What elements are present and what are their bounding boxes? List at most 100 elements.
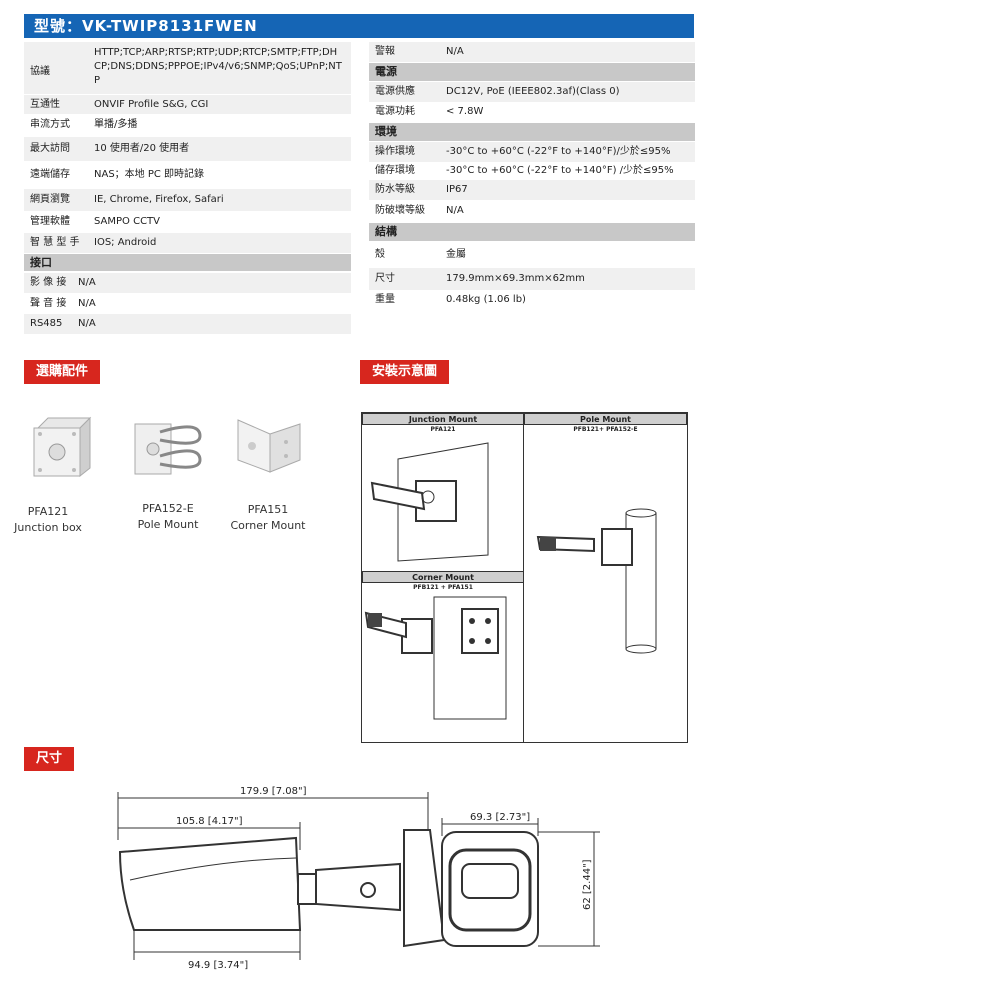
spec-row-size: 尺寸 179.9mm×69.3mm×62mm xyxy=(369,268,695,290)
spec-key: 網頁瀏覽 xyxy=(30,194,70,205)
spec-key: 電源功耗 xyxy=(375,106,415,117)
pole-mount-image xyxy=(134,423,202,475)
section-power: 電源 xyxy=(369,63,695,81)
spec-key: RS485 xyxy=(30,318,63,329)
spec-row-rs485: RS485 N/A xyxy=(24,314,351,334)
accessory-code: PFA151 xyxy=(247,503,289,516)
junction-mount-sub: PFA121 xyxy=(430,426,456,433)
spec-value: N/A xyxy=(446,205,464,216)
spec-key: 操作環境 xyxy=(375,146,415,157)
bottom-length-label: 94.9 [3.74"] xyxy=(188,960,248,971)
spec-key: 警報 xyxy=(375,46,395,57)
spec-row-interop: 互通性 ONVIF Profile S&G, CGI xyxy=(24,95,351,114)
spec-row-storage-env: 儲存環境 -30°C to +60°C (-22°F to +140°F) /少… xyxy=(369,162,695,180)
section-environment: 環境 xyxy=(369,123,695,141)
spec-key: 儲存環境 xyxy=(375,165,415,176)
spec-row-audio: 聲 音 接 N/A xyxy=(24,294,351,314)
accessory-junction: PFA121 Junction box xyxy=(8,504,88,536)
accessories-badge: 選購配件 xyxy=(24,360,101,384)
accessory-corner: PFA151 Corner Mount xyxy=(226,502,310,534)
spec-row-mobile: 智 慧 型 手 IOS; Android xyxy=(24,233,351,253)
spec-key: 遠端儲存 xyxy=(30,169,70,180)
body-length-label: 105.8 [4.17"] xyxy=(176,816,243,827)
spec-row-protocol: 協議 HTTP;TCP;ARP;RTSP;RTP;UDP;RTCP;SMTP;F… xyxy=(24,42,351,94)
accessory-name: Corner Mount xyxy=(230,519,306,532)
spec-value: -30°C to +60°C (-22°F to +140°F) /少於≤95% xyxy=(446,165,674,176)
spec-key: 串流方式 xyxy=(30,119,70,130)
accessory-name: Junction box xyxy=(14,521,82,534)
front-view: 69.3 [2.73"] 62 [2.44"] xyxy=(441,812,600,947)
spec-value: 單播/多播 xyxy=(94,119,138,130)
spec-key: 尺寸 xyxy=(375,273,395,284)
spec-row-video: 影 像 接 N/A xyxy=(24,273,351,293)
spec-row-operating: 操作環境 -30°C to +60°C (-22°F to +140°F)/少於… xyxy=(369,142,695,162)
spec-value: N/A xyxy=(78,318,96,329)
spec-value: -30°C to +60°C (-22°F to +140°F)/少於≤95% xyxy=(446,146,671,157)
corner-mount-sub: PFB121 + PFA151 xyxy=(413,584,473,591)
right-spec-table: 警報 N/A 電源 電源供應 DC12V, PoE (IEEE802.3af)(… xyxy=(369,42,695,312)
spec-key: 智 慧 型 手 xyxy=(30,237,80,248)
spec-key: 最大訪問 xyxy=(30,143,70,154)
spec-value: 10 使用者/20 使用者 xyxy=(94,143,190,154)
spec-value: SAMPO CCTV xyxy=(94,216,160,227)
spec-key: 殼 xyxy=(375,249,385,260)
spec-row-browser: 網頁瀏覽 IE, Chrome, Firefox, Safari xyxy=(24,189,351,211)
dimension-drawing: 179.9 [7.08"] 105.8 [4.17"] 94.9 [3.74"]… xyxy=(117,786,600,971)
model-title-bar: 型號：VK-TWIP8131FWEN xyxy=(24,14,694,38)
spec-key: 重量 xyxy=(375,294,395,305)
junction-mount-drawing xyxy=(370,442,489,562)
accessory-code: PFA121 xyxy=(27,505,69,518)
pole-mount-sub: PFB121+ PFA152-E xyxy=(573,426,638,433)
spec-value: 0.48kg (1.06 lb) xyxy=(446,294,526,305)
accessory-name: Pole Mount xyxy=(137,518,199,531)
section-structure: 結構 xyxy=(369,223,695,241)
spec-value: N/A xyxy=(78,298,96,309)
spec-key: 電源供應 xyxy=(375,86,415,97)
total-length-label: 179.9 [7.08"] xyxy=(240,786,307,797)
corner-mount-image xyxy=(237,419,301,473)
corner-mount-drawing xyxy=(364,596,507,720)
install-drawings xyxy=(364,442,657,720)
spec-value: N/A xyxy=(446,46,464,57)
pole-mount-header: Pole Mount xyxy=(524,413,687,425)
spec-key: 聲 音 接 xyxy=(30,298,67,309)
pole-mount-drawing xyxy=(536,508,657,654)
accessory-code: PFA152-E xyxy=(142,502,194,515)
spec-value: IOS; Android xyxy=(94,237,157,248)
spec-row-casing: 殼 金屬 xyxy=(369,242,695,268)
spec-value: HTTP;TCP;ARP;RTSP;RTP;UDP;RTCP;SMTP;FTP;… xyxy=(94,47,342,86)
spec-row-stream: 串流方式 單播/多播 xyxy=(24,115,351,135)
corner-mount-header: Corner Mount xyxy=(362,571,524,583)
spec-key: 防破壞等級 xyxy=(375,205,425,216)
side-view: 179.9 [7.08"] 105.8 [4.17"] 94.9 [3.74"] xyxy=(117,786,446,971)
spec-row-storage: 遠端儲存 NAS；本地 PC 即時記錄 xyxy=(24,163,351,187)
accessory-images xyxy=(33,416,301,478)
accessory-pole: PFA152-E Pole Mount xyxy=(128,501,208,533)
spec-row-access: 最大訪問 10 使用者/20 使用者 xyxy=(24,137,351,161)
spec-value: IP67 xyxy=(446,184,468,195)
spec-row-supply: 電源供應 DC12V, PoE (IEEE802.3af)(Class 0) xyxy=(369,82,695,102)
spec-value: 179.9mm×69.3mm×62mm xyxy=(446,273,585,284)
spec-row-ip: 防水等級 IP67 xyxy=(369,180,695,200)
spec-key: 管理軟體 xyxy=(30,216,70,227)
spec-key: 互通性 xyxy=(30,99,60,110)
spec-value: N/A xyxy=(78,277,96,288)
spec-key: 防水等級 xyxy=(375,184,415,195)
spec-row-software: 管理軟體 SAMPO CCTV xyxy=(24,212,351,232)
spec-key: 協議 xyxy=(30,66,50,77)
spec-value: DC12V, PoE (IEEE802.3af)(Class 0) xyxy=(446,86,620,97)
junction-box-image xyxy=(33,416,92,478)
width-label: 69.3 [2.73"] xyxy=(470,812,530,823)
spec-row-alarm: 警報 N/A xyxy=(369,42,695,62)
spec-value: NAS；本地 PC 即時記錄 xyxy=(94,169,205,180)
spec-value: < 7.8W xyxy=(446,106,484,117)
install-badge: 安裝示意圖 xyxy=(360,360,450,384)
height-label: 62 [2.44"] xyxy=(582,859,593,910)
spec-value: IE, Chrome, Firefox, Safari xyxy=(94,194,224,205)
dimensions-badge: 尺寸 xyxy=(24,747,75,771)
spec-value: 金屬 xyxy=(446,249,466,260)
spec-value: ONVIF Profile S&G, CGI xyxy=(94,99,209,110)
spec-key: 影 像 接 xyxy=(30,277,67,288)
spec-row-weight: 重量 0.48kg (1.06 lb) xyxy=(369,290,695,310)
spec-row-consumption: 電源功耗 < 7.8W xyxy=(369,102,695,122)
